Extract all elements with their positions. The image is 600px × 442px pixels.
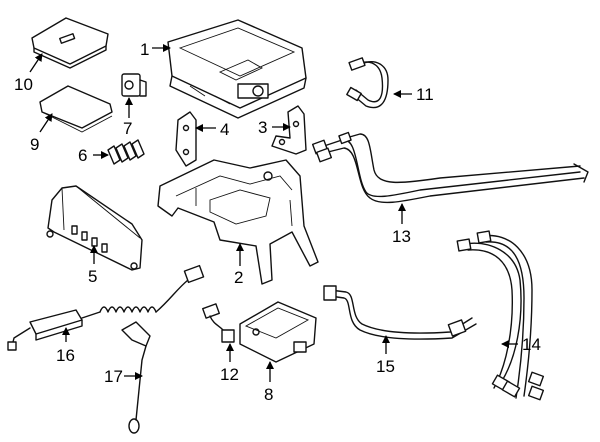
callout-11: 11: [416, 85, 434, 104]
part-11-hose: [346, 57, 389, 109]
part-13-hoses: [311, 131, 589, 204]
part-14-cables: [456, 230, 545, 401]
part-16-coiled-cord: [7, 264, 205, 351]
part-8-junction-box: [239, 301, 317, 363]
part-3-bracket: [271, 105, 307, 155]
part-2-frame: [157, 159, 319, 285]
callout-10: 10: [14, 75, 33, 94]
part-12-sensor: [202, 303, 235, 343]
callout-13: 13: [392, 227, 411, 246]
part-6-fuses: [107, 139, 145, 165]
callout-7: 7: [123, 119, 132, 138]
callout-12: 12: [220, 365, 239, 384]
callout-8: 8: [264, 385, 273, 404]
leader-lines: [29, 44, 518, 382]
part-9-pad: [39, 85, 113, 133]
callout-6: 6: [78, 146, 87, 165]
callout-17: 17: [104, 367, 123, 386]
part-17-plug: [121, 321, 151, 434]
callout-4: 4: [220, 120, 229, 139]
callout-1: 1: [140, 40, 149, 59]
callout-9: 9: [30, 135, 39, 154]
callout-14: 14: [522, 335, 541, 354]
part-10-cover-plate: [31, 17, 109, 69]
part-7-connector: [121, 73, 147, 97]
part-15-cable: [323, 285, 477, 340]
callout-15: 15: [376, 357, 395, 376]
callout-2: 2: [234, 268, 243, 287]
leader-9: [39, 113, 53, 133]
callout-3: 3: [258, 118, 267, 137]
callout-5: 5: [88, 267, 97, 286]
callout-16: 16: [56, 346, 75, 365]
callout-labels: 1 2 3 4 5 6 7 8 9 10 11 12 13 14 15 16 1…: [14, 40, 541, 404]
leader-10: [29, 53, 43, 73]
part-4-bracket: [175, 111, 197, 167]
part-1-inverter: [167, 19, 307, 119]
